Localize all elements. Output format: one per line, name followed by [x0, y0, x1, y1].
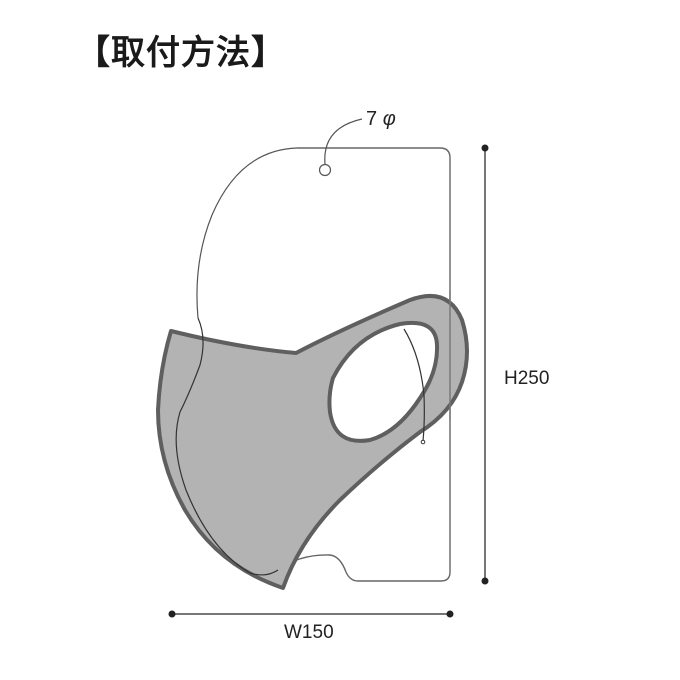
width-label: W150	[284, 622, 334, 643]
height-dimension-end-bottom	[481, 577, 489, 585]
phi-symbol: φ	[382, 108, 396, 130]
string-end-dot	[420, 439, 426, 445]
ear-loop-string	[175, 317, 279, 576]
hang-hole-icon	[318, 163, 332, 177]
hole-size-label: 7 φ	[366, 108, 396, 131]
hanging-card-left-curve	[196, 147, 298, 319]
height-label: H250	[504, 368, 550, 389]
height-dimension-end-top	[481, 144, 489, 152]
mask-ear-hole	[327, 321, 440, 443]
ear-loop-string-inner	[403, 328, 425, 442]
width-dimension-end-left	[168, 610, 176, 618]
hole-size-number: 7	[366, 108, 378, 130]
page-title: 【取付方法】	[76, 33, 286, 73]
hanging-card-outline	[277, 147, 451, 582]
hole-leader-line	[324, 118, 363, 165]
width-dimension-end-right	[446, 610, 454, 618]
